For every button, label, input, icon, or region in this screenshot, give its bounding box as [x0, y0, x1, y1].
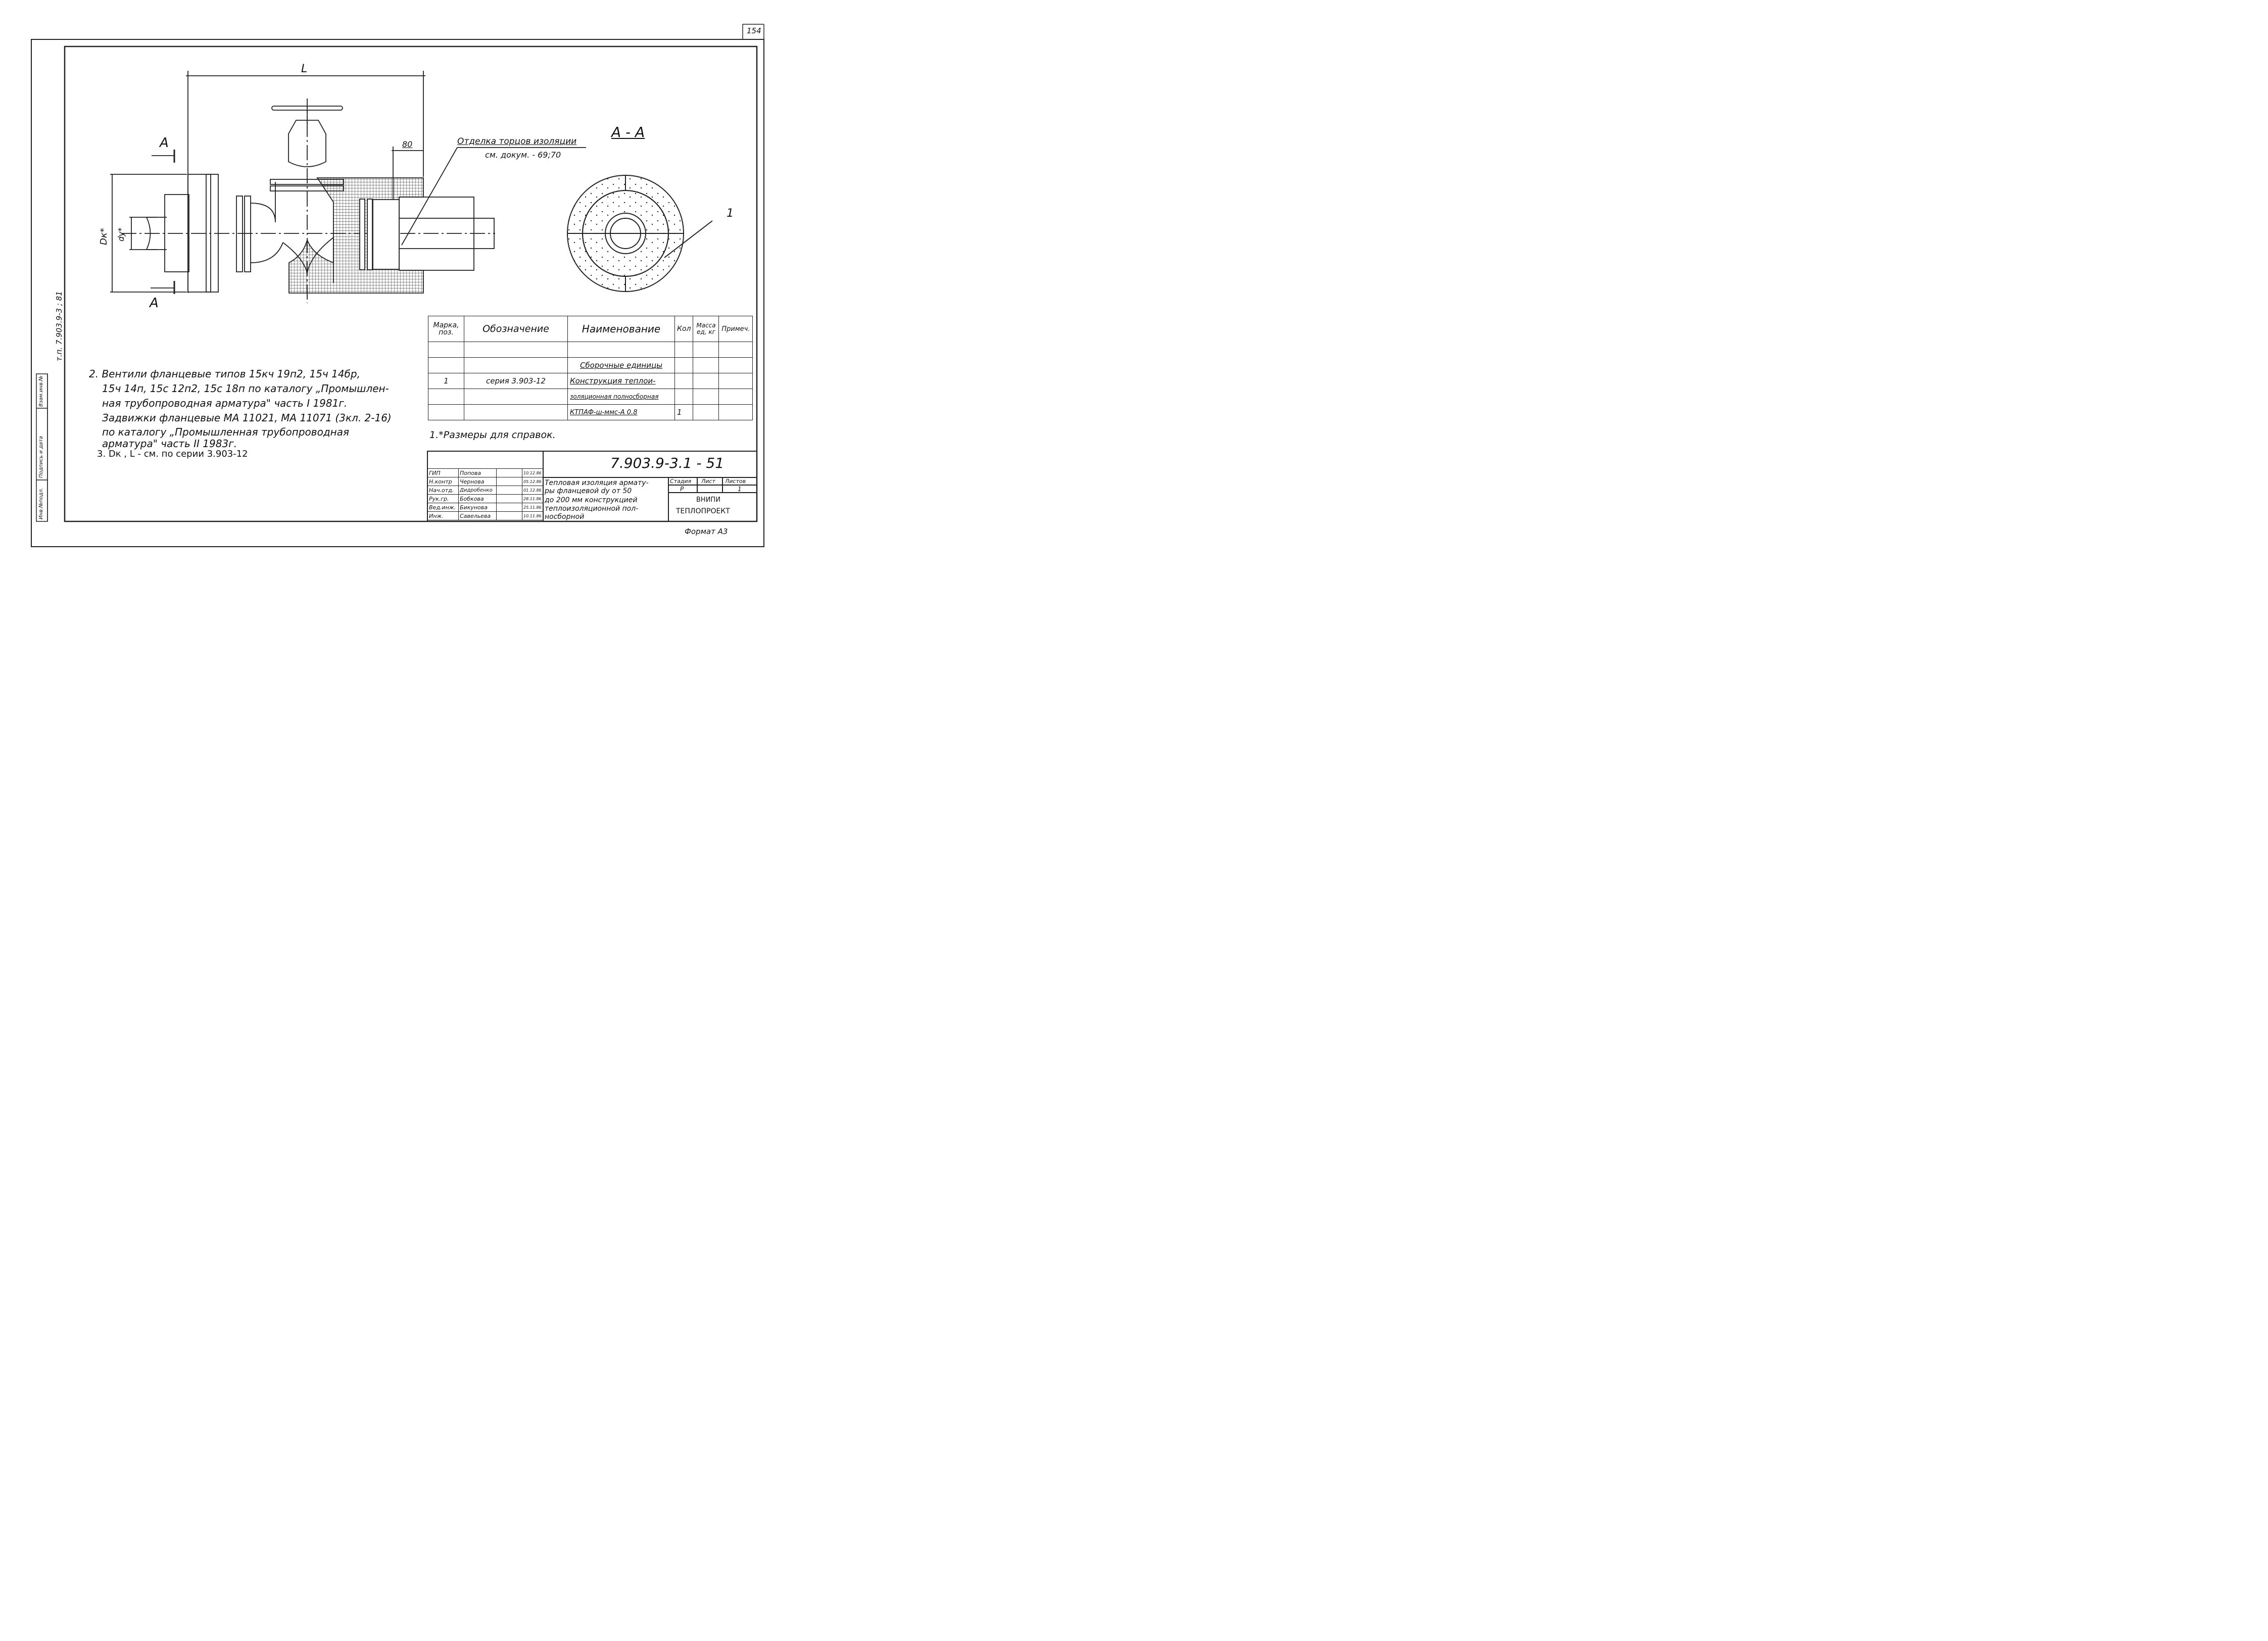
table-row: ГИП Попова 10.12.86	[427, 468, 543, 477]
spec-header-row: Марка, поз. Обозначение Наименование Кол…	[428, 316, 753, 342]
spec-cell	[718, 357, 753, 373]
spec-cell	[428, 389, 464, 405]
spec-header-qty: Кол	[674, 316, 694, 342]
table-row: 1 серия 3.903-12 Конструкция теплои-	[428, 373, 753, 389]
role-cell: ГИП	[427, 468, 459, 477]
section-mark-bottom: A	[150, 296, 159, 311]
spec-cell: КТПАФ-ш-ммс-А 0.8	[567, 404, 675, 420]
sheets-header: Листов	[725, 478, 746, 485]
note-2-line-4: Задвижки фланцевые МА 11021, МА 11071 (3…	[102, 412, 392, 424]
note-2-line-1: 2. Вентили фланцевые типов 15кч 19п2, 15…	[89, 368, 360, 380]
role-cell: Рук.гр.	[427, 494, 459, 503]
format-label: Формат А3	[685, 527, 728, 536]
title-line-5: носборной	[545, 513, 585, 521]
spec-cell	[718, 373, 753, 389]
spec-cell: Конструкция теплои-	[567, 373, 675, 389]
role-cell: Инж.	[427, 511, 459, 520]
date-cell: 01.12.86	[522, 486, 543, 495]
table-row: Вед.инж. Бикунова 25.11.86	[427, 503, 543, 512]
role-cell: Нач.отд.	[427, 486, 459, 495]
stage-value: Р	[680, 486, 684, 493]
doc-number: 7.903.9-3.1 - 51	[610, 455, 725, 471]
stage-header: Стадия	[670, 478, 692, 485]
table-row: Сборочные единицы	[428, 357, 753, 373]
section-title: A - A	[611, 124, 645, 140]
sheet-header: Лист	[701, 478, 715, 485]
title-line-4: теплоизоляционной пол-	[545, 505, 639, 513]
org-line-2: ТЕПЛОПРОЕКТ	[676, 507, 730, 515]
signature-cell	[496, 494, 522, 503]
date-cell: 25.11.86	[522, 503, 543, 512]
role-cell: Н.контр	[427, 477, 459, 486]
note-2-line-3: ная трубопроводная арматура" часть I 198…	[102, 397, 348, 409]
callout-line-1: Отделка торцов изоляции	[457, 136, 577, 147]
spec-header-name: Наименование	[567, 316, 675, 342]
signature-cell	[496, 477, 522, 486]
note-3: 3. Dк , L - см. по серии 3.903-12	[97, 449, 248, 459]
valve-drawing	[110, 71, 713, 303]
note-2-line-2: 15ч 14п, 15с 12п2, 15с 18п по каталогу „…	[102, 382, 389, 395]
spec-cell	[718, 342, 753, 358]
table-row	[428, 342, 753, 358]
spec-table: Марка, поз. Обозначение Наименование Кол…	[428, 316, 753, 420]
title-line-2: ры фланцевой dу от 50	[545, 487, 632, 495]
signature-cell	[496, 503, 522, 512]
page-number: 154	[747, 26, 761, 35]
table-row: КТПАФ-ш-ммс-А 0.8 1	[428, 404, 753, 420]
name-cell: Бикунова	[458, 503, 497, 512]
spec-header-note: Примеч.	[718, 316, 753, 342]
role-cell: Вед.инж.	[427, 503, 459, 512]
spec-cell	[464, 404, 568, 420]
spec-cell: золяционная полносборная	[567, 389, 675, 405]
section-mark-top: A	[160, 135, 169, 151]
spec-cell: 1	[674, 404, 694, 420]
table-row: Нач.отд. Дидробенко 01.12.86	[427, 486, 543, 495]
sheet-frame	[31, 24, 764, 547]
title-block-frame	[427, 451, 757, 522]
table-row: Н.контр Чернова 05.12.86	[427, 477, 543, 486]
position-number: 1	[727, 207, 734, 220]
spec-cell	[718, 404, 753, 420]
name-cell: Бобкова	[458, 494, 497, 503]
table-row: Инж. Савельева 10.11.86	[427, 511, 543, 520]
date-cell: 10.12.86	[522, 468, 543, 477]
name-cell: Дидробенко	[458, 486, 497, 495]
org-line-1: ВНИПИ	[696, 496, 720, 504]
sheets-value: 1	[738, 486, 742, 493]
spec-header-mark: Марка, поз.	[428, 316, 464, 342]
name-cell: Чернова	[458, 477, 497, 486]
callout-line-2: см. докум. - 69;70	[485, 150, 561, 160]
note-2-line-5: по каталогу „Промышленная трубопроводная	[102, 426, 350, 438]
title-line-1: Тепловая изоляция армату-	[545, 479, 649, 487]
spec-cell	[428, 404, 464, 420]
note-1: 1.*Размеры для справок.	[429, 429, 556, 441]
signature-table: ГИП Попова 10.12.86 Н.контр Чернова 05.1…	[427, 468, 543, 520]
spec-header-mass: Масса ед, кг	[693, 316, 719, 342]
note-2-line-6: арматура" часть II 1983г.	[102, 438, 237, 450]
name-cell: Попова	[458, 468, 497, 477]
date-cell: 28.11.86	[522, 494, 543, 503]
signature-cell	[496, 511, 522, 520]
dim-L-label: L	[301, 63, 308, 75]
date-cell: 10.11.86	[522, 511, 543, 520]
table-row: золяционная полносборная	[428, 389, 753, 405]
signature-cell	[496, 486, 522, 495]
spec-cell: 1	[428, 373, 464, 389]
name-cell: Савельева	[458, 511, 497, 520]
title-line-3: до 200 мм конструкцией	[545, 496, 638, 504]
signature-cell	[496, 468, 522, 477]
table-row: Рук.гр. Бобкова 28.11.86	[427, 494, 543, 503]
dim-80-label: 80	[402, 139, 413, 149]
spec-cell	[693, 404, 719, 420]
date-cell: 05.12.86	[522, 477, 543, 486]
spec-header-designation: Обозначение	[464, 316, 568, 342]
